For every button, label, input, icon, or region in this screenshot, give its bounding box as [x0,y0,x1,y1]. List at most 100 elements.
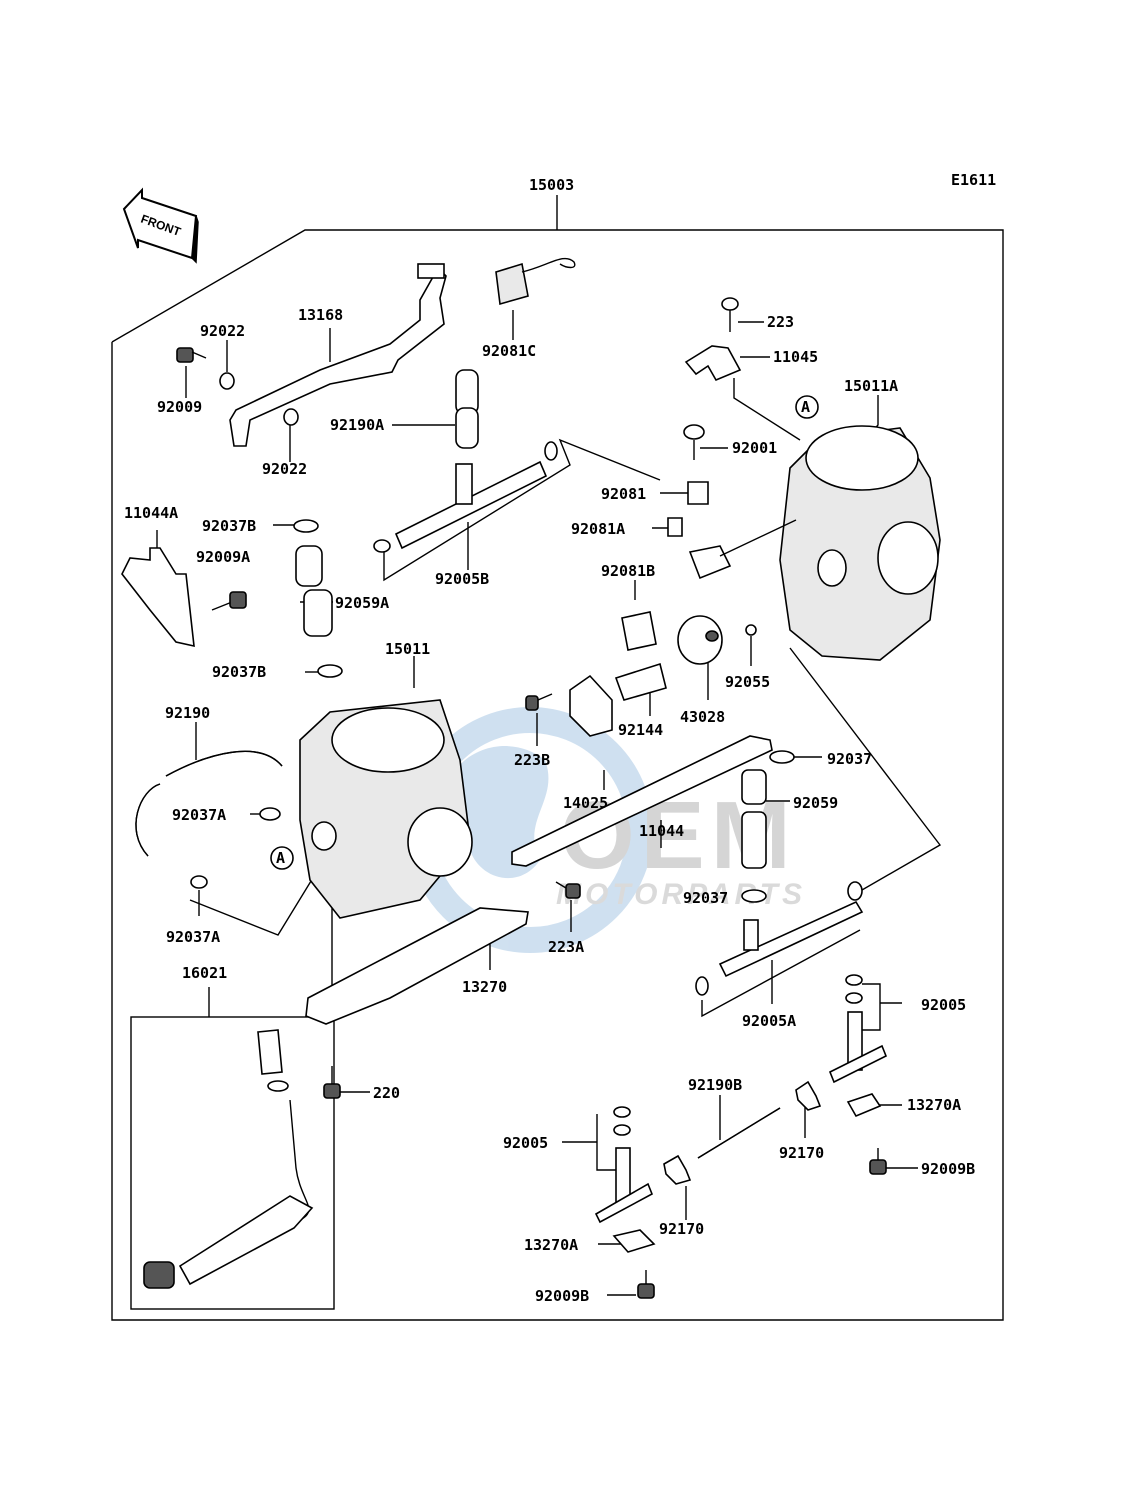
assembly-frame [111,195,1004,1321]
bracket-13270A-lower [612,1229,656,1253]
screw-220 [323,1066,341,1099]
callout-43028: 43028 [680,708,725,726]
front-arrow-icon: FRONT [122,187,199,264]
clip-92037-lower [741,889,767,903]
callout-92001: 92001 [732,439,777,457]
diagram-code: E1611 [951,171,996,189]
callout-13270A-lower: 13270A [524,1236,578,1254]
ref-marker-A-lower-label: A [276,849,285,867]
spring-92081C [495,257,576,306]
spring-92144 [614,662,667,701]
callout-92009A: 92009A [196,548,250,566]
callout-92190B: 92190B [688,1076,742,1094]
callout-92081A: 92081A [571,520,625,538]
callout-92022-lower: 92022 [262,460,307,478]
callout-16021: 16021 [182,964,227,982]
spring-92081 [687,481,709,505]
clip-92037B-upper [293,519,319,533]
callout-92022-upper: 92022 [200,322,245,340]
callout-92009B-upper: 92009B [921,1160,975,1178]
choke-cable-16021 [143,1029,314,1289]
callout-92190: 92190 [165,704,210,722]
callout-11044: 11044 [639,822,684,840]
cover-14025 [569,674,613,737]
callout-92170-upper: 92170 [779,1144,824,1162]
callout-92037A-lower: 92037A [166,928,220,946]
bracket-13270 [305,907,529,1025]
callout-223B: 223B [514,751,550,769]
callout-14025: 14025 [563,794,608,812]
washer-92022-upper [219,372,235,390]
ref-marker-A-upper-label: A [801,398,810,416]
fitting-92005-lower [594,1106,654,1224]
screw-223B [525,693,553,711]
washer-92022-lower [283,408,299,426]
carburetor-15011A [779,425,941,661]
callout-15011A: 15011A [844,377,898,395]
callout-92009: 92009 [157,398,202,416]
diaphragm-43028 [677,615,723,665]
hose-92190B [697,1107,781,1159]
bracket-13270A-upper [846,1093,882,1118]
pipe-92059A [295,545,333,637]
choke-cable-frame [130,987,335,1310]
fuel-tube-92005B [373,441,558,553]
clip-92037A-lower [190,875,208,889]
bracket-11044A [121,547,195,648]
fuel-tube-92005A [695,881,864,996]
screw-92009A [211,591,247,611]
hose-92190 [135,750,283,857]
clip-92037 [769,750,795,764]
screw-223 [721,297,739,332]
callout-92081: 92081 [601,485,646,503]
callout-92037B-lower: 92037B [212,663,266,681]
o-ring-92055 [745,624,757,636]
callout-92037A-upper: 92037A [172,806,226,824]
pipe-92190A [455,369,479,449]
callout-92037B-upper: 92037B [202,517,256,535]
callout-92005-right: 92005 [921,996,966,1014]
callout-92005-lower: 92005 [503,1134,548,1152]
callout-92005A: 92005A [742,1012,796,1030]
callout-92055: 92055 [725,673,770,691]
callout-13168: 13168 [298,306,343,324]
callout-223: 223 [767,313,794,331]
clip-92037B-lower [317,664,343,678]
callout-92059: 92059 [793,794,838,812]
callout-11044A: 11044A [124,504,178,522]
spring-92081A [667,517,683,537]
fitting-92005-right [828,974,888,1084]
callout-15003: 15003 [529,176,574,194]
callout-92081C: 92081C [482,342,536,360]
screw-92001 [683,424,705,460]
callout-220: 220 [373,1084,400,1102]
screw-223A [555,881,581,899]
callout-labels: 15003 13168 92022 92009 92022 92081C 223… [124,176,975,1305]
bracket-13168 [229,263,447,447]
clamp-92170-lower [663,1154,692,1185]
bracket-11045 [684,345,742,382]
callout-223A: 223A [548,938,584,956]
screw-92009B-upper [869,1148,887,1175]
callout-92081B: 92081B [601,562,655,580]
clip-92037A-upper [259,807,281,821]
screw-92009B-lower [637,1270,655,1299]
callout-11045: 11045 [773,348,818,366]
throttle-shaft [688,519,797,580]
callout-92005B: 92005B [435,570,489,588]
spring-92081B [621,611,657,651]
callout-13270: 13270 [462,978,507,996]
carburetor-15011 [299,699,473,919]
callout-92037: 92037 [827,750,872,768]
callout-92037-lower: 92037 [683,889,728,907]
watermark-subtext: MOTORPARTS [556,878,806,911]
link-rod-11044 [511,735,773,867]
ref-marker-A-lower: A [270,846,294,870]
pipe-92059 [741,769,767,869]
callout-13270A-upper: 13270A [907,1096,961,1114]
ref-marker-A-upper: A [795,395,819,419]
callout-92144: 92144 [618,721,663,739]
callout-92190A: 92190A [330,416,384,434]
callout-92009B-lower: 92009B [535,1287,589,1305]
